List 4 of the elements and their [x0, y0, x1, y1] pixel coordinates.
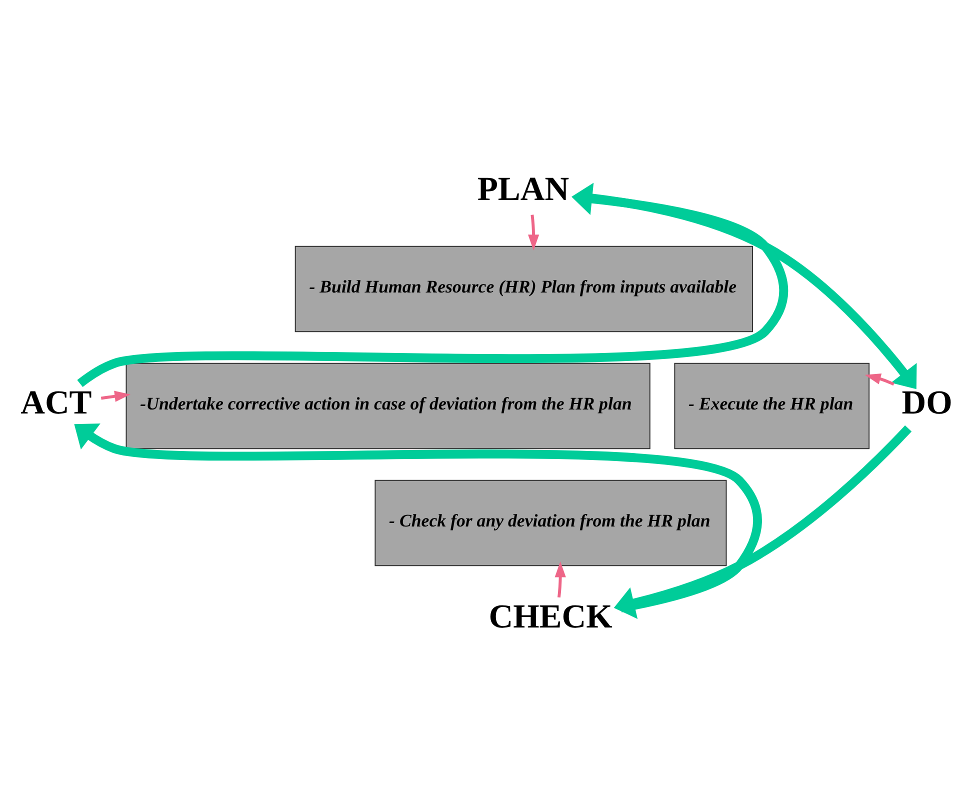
node-text: ACT	[20, 384, 92, 422]
node-text: DO	[902, 384, 952, 422]
node-text: PLAN	[477, 170, 570, 208]
node-text: CHECK	[488, 598, 612, 635]
